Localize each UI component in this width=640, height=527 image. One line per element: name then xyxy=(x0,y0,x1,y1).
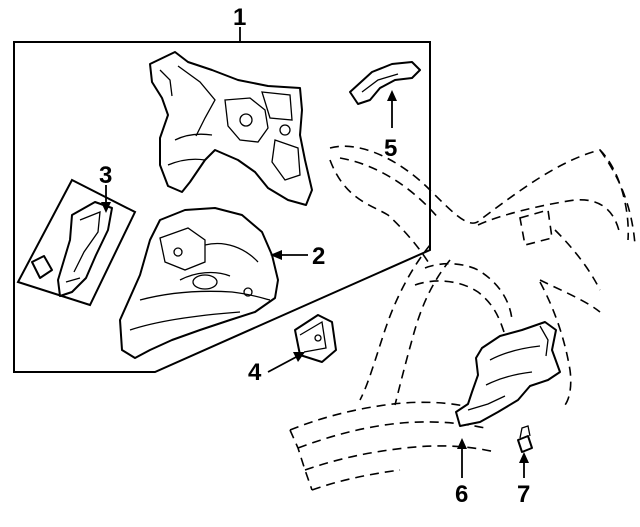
callout-2: 2 xyxy=(312,243,325,270)
callout-6: 6 xyxy=(455,481,468,508)
callout-4: 4 xyxy=(248,359,262,386)
leaders xyxy=(101,27,529,478)
part-2-wheelhouse-inner-lower xyxy=(119,207,279,359)
part-7-clip xyxy=(517,425,533,453)
callout-3: 3 xyxy=(99,162,112,189)
callout-7: 7 xyxy=(517,481,530,508)
part-6-splash-shield xyxy=(455,321,561,427)
callout-1: 1 xyxy=(233,4,246,31)
part-5-extension xyxy=(349,61,421,105)
part-1-wheelhouse-upper-panel xyxy=(149,51,313,206)
vehicle-body-ghost-outline xyxy=(289,145,636,491)
callout-5: 5 xyxy=(384,135,397,162)
part-3-reinforcement-group xyxy=(16,178,137,307)
assembly-frame xyxy=(13,41,431,373)
